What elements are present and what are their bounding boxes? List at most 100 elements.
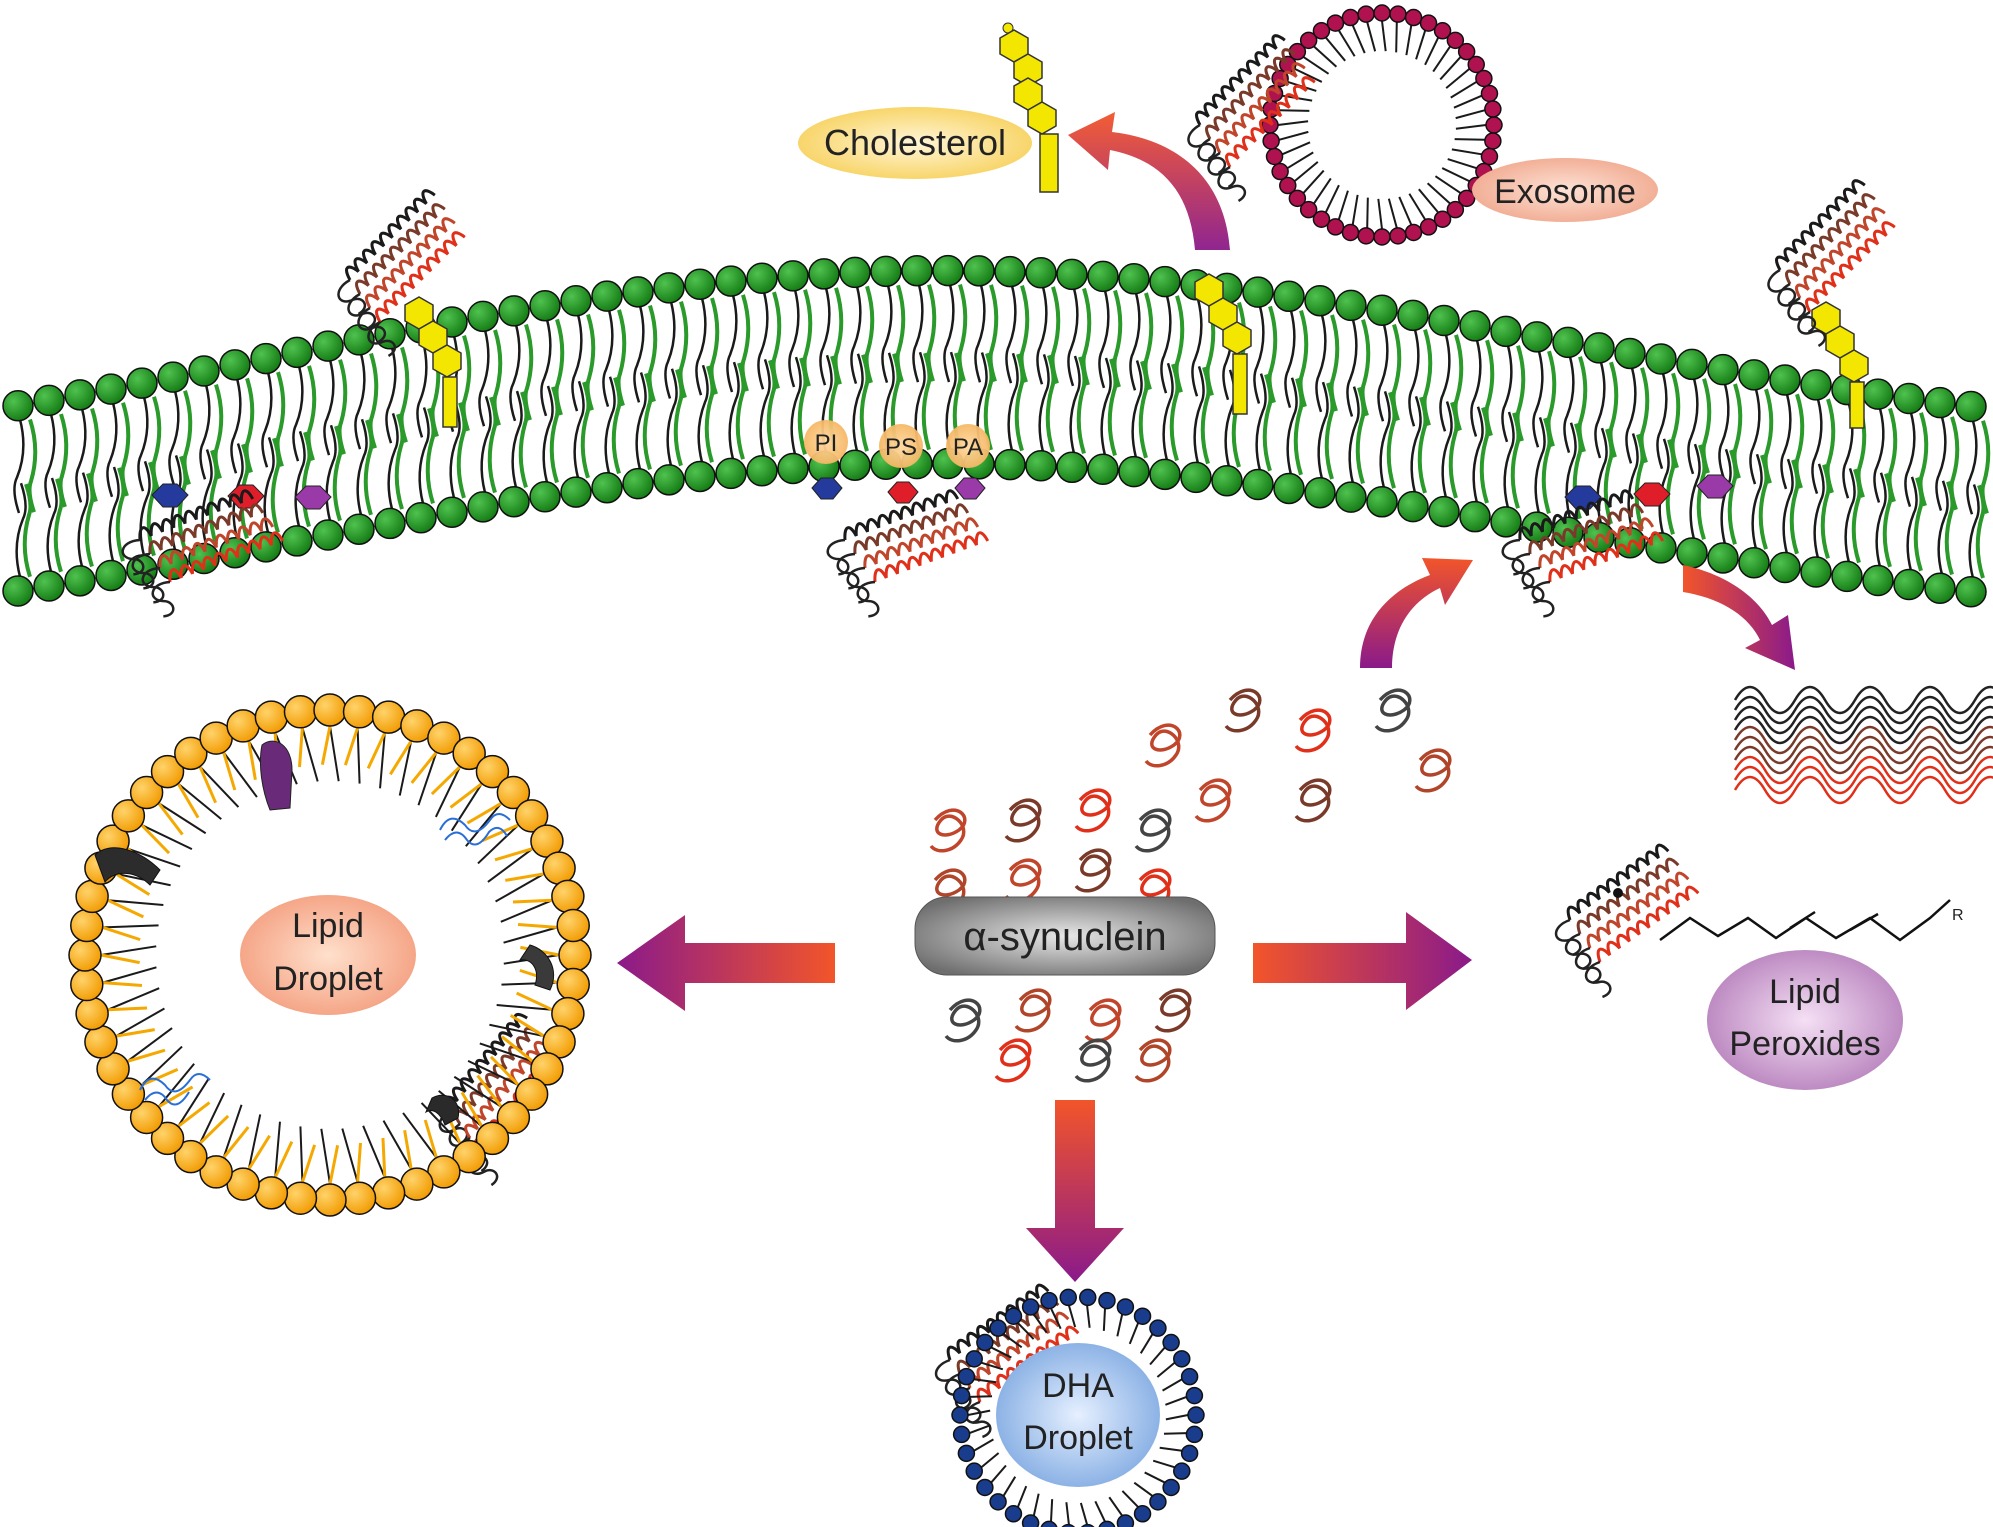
lipid-tail [1286,377,1298,476]
helix-coil [1528,503,1645,555]
alpha-helix [367,231,466,358]
lipid-head [1676,537,1708,569]
lipid-tail [456,402,467,499]
vesicle-tail [177,1078,210,1127]
lipid-tail [666,368,678,466]
lipid-tail [75,408,87,503]
lipid-tail [1634,433,1645,530]
vesicle-head [1185,1425,1204,1444]
lipid-tail [323,359,335,456]
vesicle-head [1446,200,1465,219]
vesicle-tail [157,1063,195,1108]
helix-coil [843,489,960,541]
lipid-head [746,262,778,295]
lipid-head [1552,326,1584,359]
vesicle-head [1265,147,1284,166]
vesicle-tail [140,1068,179,1087]
helix-coil [1785,193,1876,285]
lipid-head [1924,572,1956,605]
lipid-tail [1510,412,1521,509]
vesicle-tail [1277,120,1309,126]
vesicle-head [1279,176,1297,195]
cholesterol-label: Cholesterol [824,122,1006,163]
random-coil [1294,778,1332,823]
helix-coil [138,489,255,541]
vesicle-tail [1313,177,1332,205]
helix-coil [873,531,990,583]
lipid-head [1800,369,1832,401]
lipid-tail [1534,416,1546,514]
helix-coil [1205,48,1296,140]
lipid-tail [1913,477,1924,572]
lipid-head [1459,310,1491,342]
droplet-protein-blue-2 [139,1073,211,1106]
vesicle-head [1373,228,1391,246]
vesicle-tail [100,945,157,956]
lipid-tail [695,297,707,396]
vesicle-head [174,1139,208,1174]
helix-coil [375,231,466,323]
lipid-tail [385,347,397,444]
vesicle-tail [398,740,413,796]
vesicle-head [452,736,486,771]
vesicle-head [1404,223,1423,242]
droplet-protein-purple [259,740,293,811]
lipid-tail [22,483,33,578]
vesicle-head [452,1139,486,1174]
vesicle-tail [141,824,193,851]
vesicle-tail [509,1014,545,1038]
lipid-tail [418,407,430,504]
lipid-tail [1975,484,1986,579]
lipid-tail [1107,358,1118,457]
vesicle-tail [320,1128,331,1185]
fibril-strand [1733,715,1993,745]
lipid-head [1738,547,1770,579]
lipid-tail [573,380,585,479]
vesicle-head [1484,132,1502,150]
lipid-tail [1100,357,1112,456]
lipid-tail [1789,459,1800,555]
lipid-tail [1069,355,1081,454]
lipid-head [746,454,778,487]
lipid-head [498,295,530,327]
vesicle-tail [366,732,387,769]
lipid-head [1335,289,1367,322]
lipid-tail [697,364,709,463]
lipid-head [498,485,530,518]
lipid-tail [1479,407,1490,504]
lipid-head [839,256,871,289]
vesicle-tail [450,783,483,832]
vesicle-head [1373,4,1391,22]
helix-coil [158,517,275,569]
lipid-head [1149,265,1181,298]
lipid-tail [1284,310,1296,408]
lipid-tail [332,425,343,522]
vesicle-tail [1108,1496,1124,1517]
vesicle-head [976,1478,994,1497]
lipid-head [1118,455,1150,488]
vesicle-tail [496,1004,553,1011]
lipid-head [1211,465,1243,497]
lipid-tail [766,359,777,458]
vesicle-tail [1163,1432,1187,1435]
vesicle-tail [102,981,143,988]
vesicle-tail [1445,68,1471,89]
lipid-head [126,367,158,399]
helix-tail [151,580,175,618]
lipid-tail [1036,286,1048,385]
helix-coil [1596,885,1700,963]
lipid-head [1862,564,1894,597]
lipid-head [1118,263,1150,295]
lipid-tail [1007,352,1019,451]
pi-headgroup: PI [804,420,848,500]
vesicle-head [1389,227,1407,245]
lipid-head [1459,500,1491,533]
lipid-head [1273,280,1305,313]
lipid-head [1955,390,1987,423]
vesicle-head [1021,1298,1040,1316]
lipid-tail [1727,449,1738,545]
lipid-tail [1200,366,1211,465]
lipid-head [808,258,840,290]
lipid-head [1769,364,1801,396]
vesicle-head [976,1333,994,1352]
